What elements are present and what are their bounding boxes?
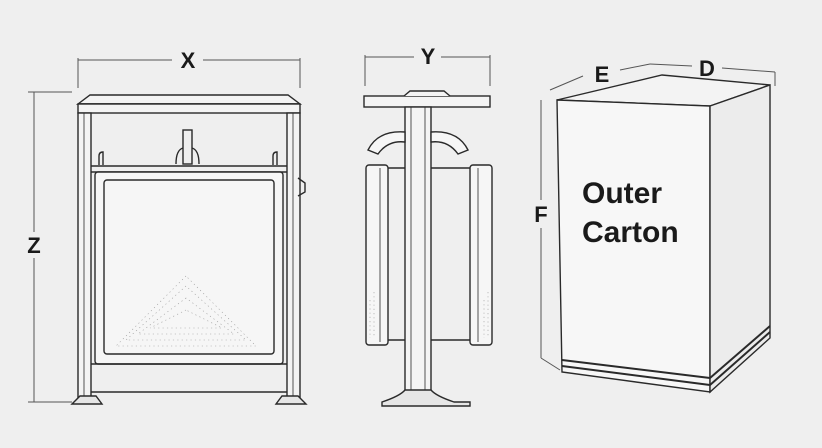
z-dimension-label: Z <box>27 233 40 258</box>
z-dimension-line <box>28 91 72 403</box>
d-dimension-label: D <box>699 56 715 81</box>
carton-label-line2: Carton <box>582 216 679 249</box>
front-view <box>28 58 308 405</box>
perforation-pattern <box>115 275 257 347</box>
x-dimension-label: X <box>181 48 196 73</box>
y-dimension-label: Y <box>421 44 436 69</box>
carton-top-dimension-lines <box>549 63 776 91</box>
outer-carton <box>540 63 776 394</box>
carton-label-line1: Outer <box>582 177 662 210</box>
e-dimension-label: E <box>595 62 610 87</box>
carton-f-dimension-line <box>540 100 561 371</box>
x-dimension-line <box>77 58 301 88</box>
f-dimension-label: F <box>534 202 547 227</box>
side-view <box>363 55 493 407</box>
y-dimension-line <box>364 55 491 86</box>
